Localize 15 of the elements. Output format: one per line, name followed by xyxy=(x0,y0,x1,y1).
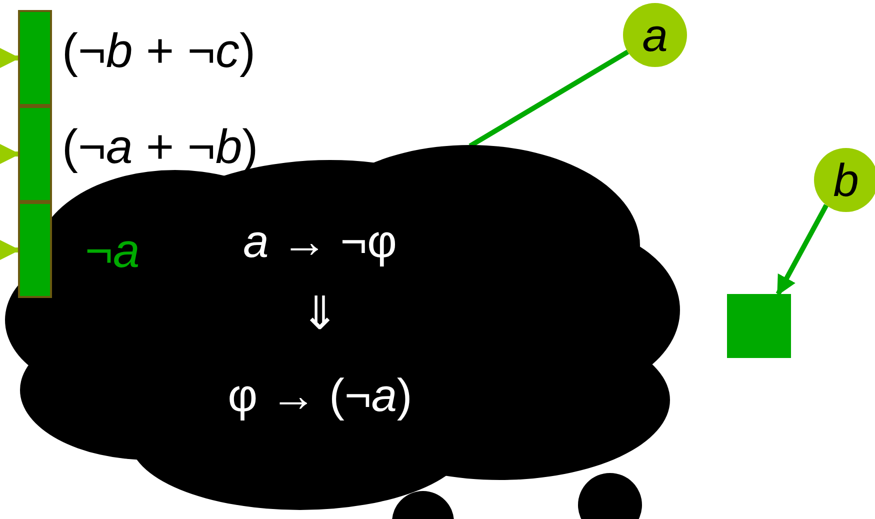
formula-text: φ → (¬a) xyxy=(228,369,412,421)
arrow xyxy=(0,48,20,68)
formula-text: ¬a xyxy=(85,228,140,276)
implies-arrow: ⇓ xyxy=(300,287,340,339)
variable-circle: b xyxy=(814,148,875,212)
stack-cell xyxy=(18,106,52,202)
square-block xyxy=(727,294,791,358)
stack-cell xyxy=(18,10,52,106)
stack-cell xyxy=(18,202,52,298)
variable-circle: a xyxy=(623,3,687,67)
arrow xyxy=(0,240,20,260)
arrow xyxy=(0,144,20,164)
arrow xyxy=(776,204,828,296)
formula-text: a → ¬φ xyxy=(243,215,397,267)
formula-text: (¬b + ¬c) xyxy=(62,28,256,76)
